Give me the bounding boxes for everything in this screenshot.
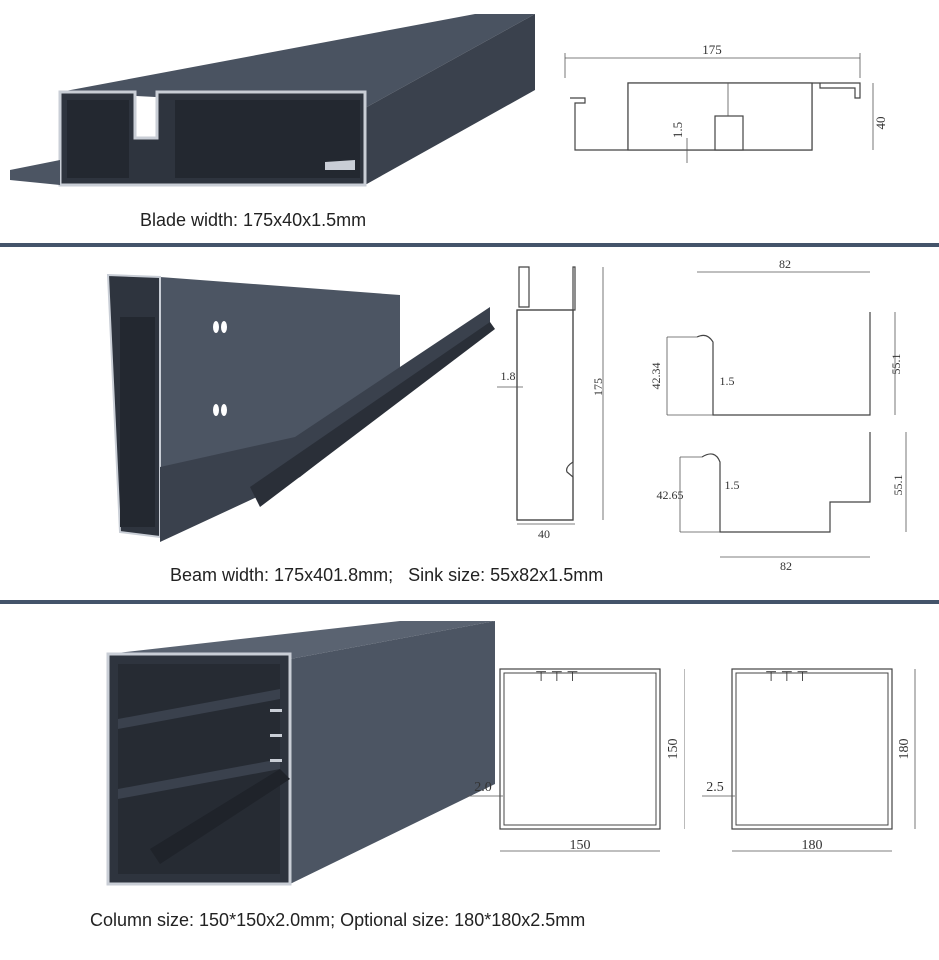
column-a-width-label: 150 (570, 838, 591, 853)
svg-text:⊤ ⊤ ⊤: ⊤ ⊤ ⊤ (535, 670, 579, 685)
column-caption: Column size: 150*150x2.0mm; Optional siz… (90, 910, 586, 930)
blade-caption: Blade width: 175x40x1.5mm (140, 210, 367, 230)
sink-top-lip-label: 42.34 (649, 363, 663, 390)
column-b-width-label: 180 (802, 838, 823, 853)
column-section: ⊤ ⊤ ⊤ 150 150 2.0 ⊤ ⊤ ⊤ 180 180 2.5 Colu… (0, 604, 939, 960)
sink-bottom-drawing: 42.65 55.1 82 1.5 (657, 432, 907, 573)
beam-width-label: 40 (538, 527, 550, 541)
beam-caption: Beam width: 175x401.8mm; Sink size: 55x8… (170, 565, 604, 585)
sink-top-thickness-label: 1.5 (720, 374, 735, 388)
beam-cross-section-drawing: 40 175 1.8 (497, 266, 605, 541)
column-a-drawing: ⊤ ⊤ ⊤ 150 150 2.0 (467, 668, 685, 853)
beam-3d-render (106, 273, 495, 542)
sink-top-width-label: 82 (779, 257, 791, 271)
column-a-thickness-label: 2.0 (474, 780, 492, 795)
blade-3d-render (10, 14, 535, 187)
column-a-height-label: 150 (666, 739, 681, 760)
sink-top-drawing: 82 55.1 42.34 1.5 (649, 257, 903, 416)
blade-section: 175 40 1.5 Blade width: 175x40x1.5mm (0, 0, 939, 243)
beam-thickness-label: 1.8 (501, 369, 516, 383)
svg-text:⊤ ⊤ ⊤: ⊤ ⊤ ⊤ (765, 670, 809, 685)
sink-bottom-width-label: 82 (780, 559, 792, 573)
blade-cross-section-drawing: 175 40 1.5 (564, 42, 888, 163)
sink-bottom-lip-label: 42.65 (657, 488, 684, 502)
column-b-drawing: ⊤ ⊤ ⊤ 180 180 2.5 (702, 668, 916, 853)
beam-height-label: 175 (591, 378, 605, 396)
beam-section: 40 175 1.8 82 55.1 42.34 1.5 42.65 55.1 … (0, 247, 939, 600)
section-divider-1 (0, 243, 939, 247)
blade-thickness-label: 1.5 (670, 122, 685, 138)
blade-height-label: 40 (873, 117, 888, 130)
section-divider-2 (0, 600, 939, 604)
blade-width-label: 175 (702, 42, 722, 57)
column-b-thickness-label: 2.5 (706, 780, 724, 795)
sink-top-height-label: 55.1 (889, 354, 903, 375)
column-b-height-label: 180 (897, 739, 912, 760)
column-3d-render (106, 621, 495, 886)
sink-bottom-height-label: 55.1 (891, 475, 905, 496)
sink-bottom-thickness-label: 1.5 (725, 478, 740, 492)
